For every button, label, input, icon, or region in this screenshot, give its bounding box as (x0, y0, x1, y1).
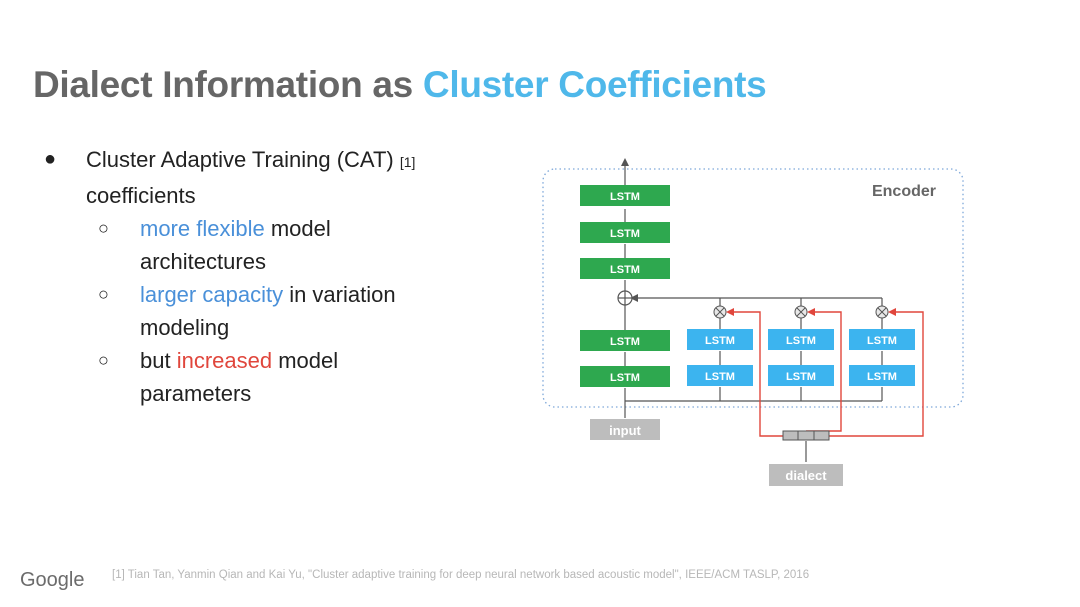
lstm-label: LSTM (786, 335, 816, 347)
lstm-label: LSTM (610, 264, 640, 276)
lstm-label: LSTM (610, 336, 640, 348)
sub3-rest: model (272, 348, 339, 373)
sub-bullet-circle-icon: ○ (98, 350, 109, 370)
sub3-highlight: increased (176, 348, 273, 373)
lstm-label: LSTM (610, 372, 640, 384)
lstm-blue: LSTM (768, 365, 834, 386)
sub1-rest: model (264, 216, 331, 241)
lstm-green: LSTM (580, 366, 670, 387)
bullet-main-text-line2: coefficients (86, 183, 196, 208)
bullet-main: ● Cluster Adaptive Training (CAT) [1] co… (40, 143, 500, 212)
lstm-green: LSTM (580, 330, 670, 351)
encoder-label: Encoder (872, 183, 936, 200)
multiply-node-icon (875, 305, 889, 319)
sub1-highlight: more flexible (140, 216, 265, 241)
input-box: input (590, 419, 660, 440)
lstm-green: LSTM (580, 185, 670, 206)
lstm-label: LSTM (705, 335, 735, 347)
lstm-blue: LSTM (687, 365, 753, 386)
sub2-highlight: larger capacity (140, 282, 284, 307)
title-highlight: Cluster Coefficients (422, 64, 767, 105)
lstm-label: LSTM (867, 335, 897, 347)
lstm-label: LSTM (610, 191, 640, 203)
lstm-label: LSTM (867, 371, 897, 383)
footer-reference: [1] Tian Tan, Yanmin Qian and Kai Yu, "C… (112, 569, 810, 581)
sub-bullet-2: ○ larger capacity in variation modeling (40, 278, 500, 344)
lstm-blue: LSTM (849, 365, 915, 386)
sub-bullet-3: ○ but increased model parameters (40, 344, 500, 410)
multiply-node-icon (713, 305, 727, 319)
lstm-blue: LSTM (849, 329, 915, 350)
bullet-main-text: Cluster Adaptive Training (CAT) (86, 147, 394, 172)
sub3-prefix: but (140, 348, 177, 373)
sub2-line2: modeling (140, 315, 230, 340)
title-part1: Dialect Information as (33, 64, 423, 105)
lstm-green: LSTM (580, 258, 670, 279)
sub3-line2: parameters (140, 381, 252, 406)
lstm-label: LSTM (786, 371, 816, 383)
sub1-line2: architectures (140, 249, 266, 274)
sub-bullet-circle-icon: ○ (98, 218, 109, 238)
gray-connectors (621, 158, 883, 462)
lstm-blue: LSTM (687, 329, 753, 350)
bullet-dot-icon: ● (44, 148, 57, 170)
lstm-label: LSTM (705, 371, 735, 383)
lstm-green: LSTM (580, 222, 670, 243)
lstm-blue: LSTM (768, 329, 834, 350)
google-logo: Google (20, 569, 85, 591)
bullet-main-citation: [1] (399, 154, 416, 170)
input-label: input (609, 423, 641, 438)
sub-bullet-1: ○ more flexible model architectures (40, 212, 500, 278)
dialect-box: dialect (769, 464, 843, 486)
sum-node-icon (617, 290, 633, 306)
multiply-node-icon (794, 305, 808, 319)
bullet-list: ● Cluster Adaptive Training (CAT) [1] co… (40, 143, 500, 410)
dialect-label: dialect (785, 468, 827, 483)
sub2-rest: in variation (283, 282, 396, 307)
sub-bullet-circle-icon: ○ (98, 284, 109, 304)
slide-title: Dialect Information as Cluster Coefficie… (33, 64, 767, 106)
encoder-boundary (542, 168, 964, 408)
lstm-label: LSTM (610, 228, 640, 240)
coefficient-vector (782, 430, 830, 441)
